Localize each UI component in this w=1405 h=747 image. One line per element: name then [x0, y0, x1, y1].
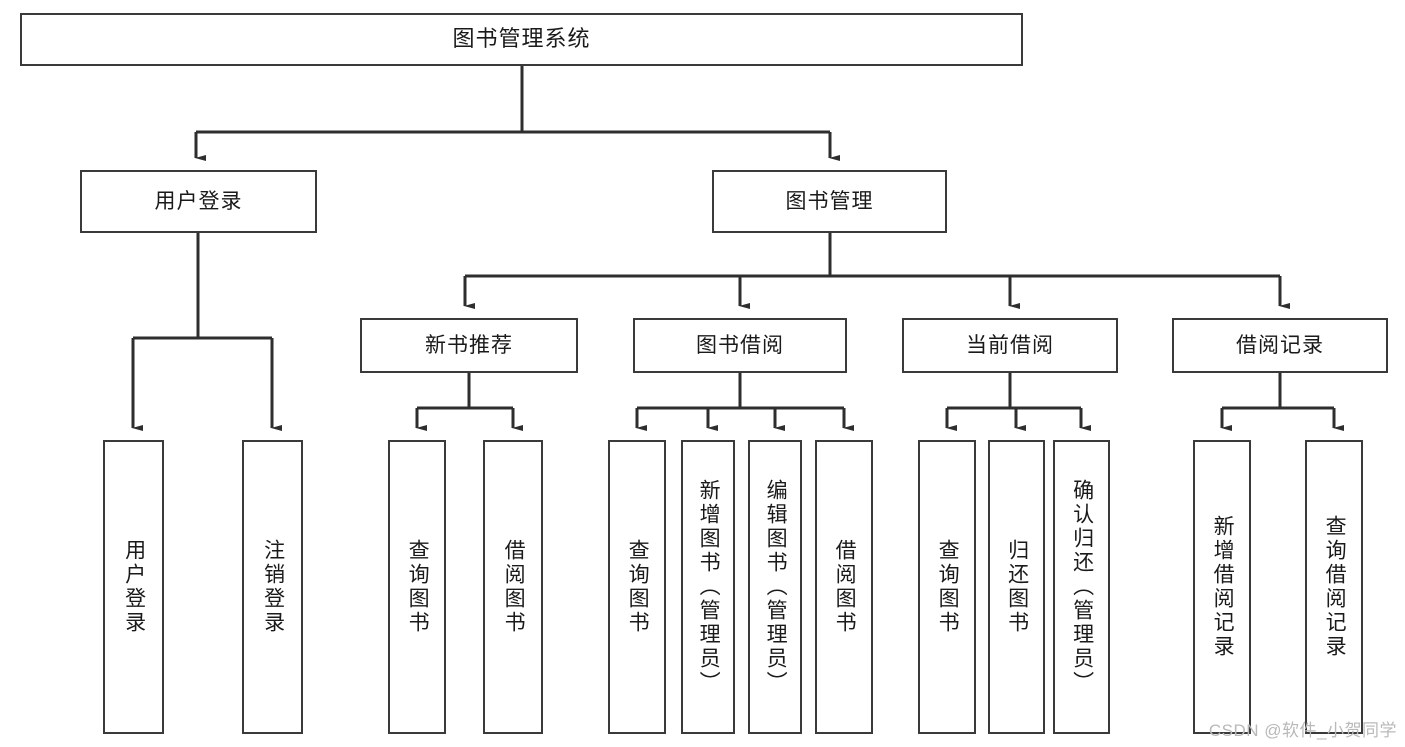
node-user-login[interactable]: 用户登录	[80, 170, 317, 233]
leaf-recommend-query-book[interactable]: 查询图书	[388, 440, 446, 734]
leaf-current-confirm-return-admin[interactable]: 确认归还（管理员）	[1053, 440, 1110, 734]
node-new-book-recommend[interactable]: 新书推荐	[360, 318, 578, 373]
node-book-borrow[interactable]: 图书借阅	[633, 318, 847, 373]
leaf-record-add-borrow-record[interactable]: 新增借阅记录	[1193, 440, 1251, 734]
node-root-system[interactable]: 图书管理系统	[20, 13, 1023, 66]
leaf-recommend-borrow-book[interactable]: 借阅图书	[483, 440, 543, 734]
node-borrow-record[interactable]: 借阅记录	[1172, 318, 1388, 373]
node-current-borrow[interactable]: 当前借阅	[902, 318, 1118, 373]
leaf-user-logout[interactable]: 注销登录	[242, 440, 303, 734]
leaf-current-return-book[interactable]: 归还图书	[988, 440, 1045, 734]
watermark-csdn: CSDN @软件_小贺同学	[1208, 721, 1397, 740]
leaf-borrow-borrow-book[interactable]: 借阅图书	[815, 440, 873, 734]
leaf-record-query-borrow-record[interactable]: 查询借阅记录	[1305, 440, 1363, 734]
leaf-current-query-book[interactable]: 查询图书	[918, 440, 976, 734]
leaf-borrow-query-book[interactable]: 查询图书	[608, 440, 666, 734]
node-book-management[interactable]: 图书管理	[712, 170, 947, 233]
leaf-borrow-edit-book-admin[interactable]: 编辑图书（管理员）	[748, 440, 802, 734]
leaf-user-login[interactable]: 用户登录	[103, 440, 164, 734]
leaf-borrow-add-book-admin[interactable]: 新增图书（管理员）	[681, 440, 735, 734]
